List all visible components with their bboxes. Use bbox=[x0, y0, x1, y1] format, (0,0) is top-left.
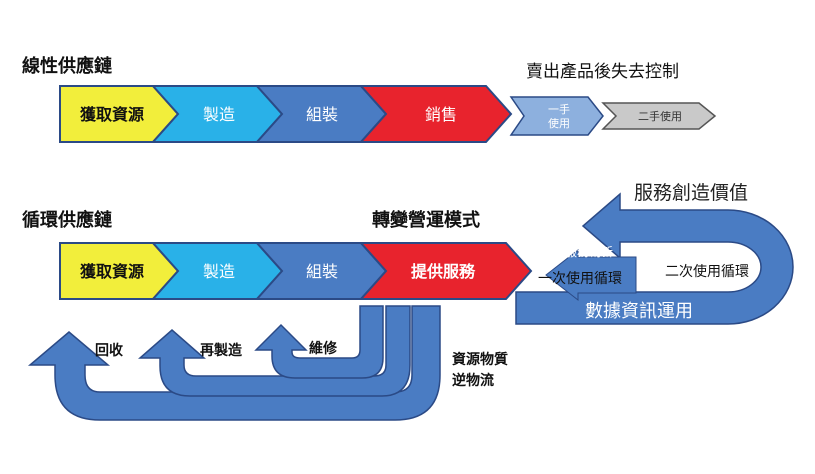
linear-chain: 獲取資源 製造 組裝 銷售 一手 使用 二手使用 bbox=[59, 85, 717, 143]
circular-title: 循環供應鏈 bbox=[22, 209, 112, 231]
first-cycle-label: 一次使用循環 bbox=[538, 270, 622, 287]
first-cycle-arrow bbox=[545, 248, 637, 302]
linear-sell-label: 銷售 bbox=[425, 105, 457, 124]
linear-step-second-use bbox=[601, 102, 717, 130]
circular-service-label: 提供服務 bbox=[411, 262, 476, 281]
linear-step-first-use bbox=[509, 96, 604, 136]
recycle-label: 回收 bbox=[95, 342, 124, 359]
reverse-logistics-label-2: 逆物流 bbox=[452, 372, 494, 389]
repair-arrow bbox=[254, 305, 384, 379]
circular-step-service bbox=[358, 242, 533, 300]
loss-of-control-note: 賣出產品後失去控制 bbox=[526, 62, 679, 82]
circular-acquire-label: 獲取資源 bbox=[80, 262, 144, 281]
linear-title: 線性供應鏈 bbox=[22, 55, 112, 77]
data-application-label: 數據資訊運用 bbox=[585, 301, 693, 322]
reverse-logistics-label-1: 資源物質 bbox=[452, 351, 508, 368]
value-creation-label: 服務創造價值 bbox=[634, 182, 748, 204]
service-loop-arrow bbox=[515, 192, 794, 325]
linear-second-use-label: 二手使用 bbox=[638, 109, 682, 123]
linear-step-sell bbox=[358, 85, 513, 143]
circular-manufacture-label: 製造 bbox=[203, 262, 235, 281]
service-innovation-label: 服務創新 bbox=[565, 244, 613, 259]
second-cycle-label: 二次使用循環 bbox=[665, 263, 749, 280]
linear-acquire-label: 獲取資源 bbox=[80, 105, 144, 124]
circular-chain: 獲取資源 製造 組裝 提供服務 bbox=[59, 242, 533, 300]
reverse-flow-arrows bbox=[27, 305, 441, 421]
linear-first-use-label-1: 一手 bbox=[548, 102, 570, 116]
remanufacture-arrow bbox=[138, 305, 411, 397]
circular-assemble-label: 組裝 bbox=[306, 262, 338, 281]
linear-first-use-label-2: 使用 bbox=[548, 117, 570, 130]
remanufacture-label: 再製造 bbox=[200, 342, 242, 359]
linear-manufacture-label: 製造 bbox=[203, 105, 235, 124]
transform-model-label: 轉變營運模式 bbox=[372, 209, 480, 231]
linear-assemble-label: 組裝 bbox=[306, 105, 338, 124]
repair-label: 維修 bbox=[309, 340, 338, 357]
